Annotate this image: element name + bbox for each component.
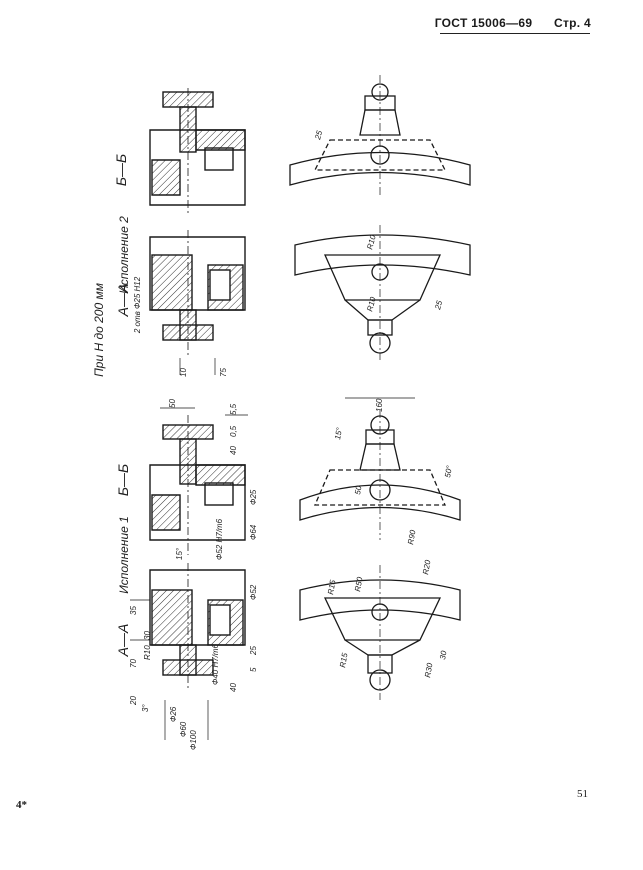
dim-v1-25: 40 — [229, 446, 238, 455]
dim-v1-15deg: 15° — [175, 547, 184, 560]
section-bb-v2-drawing — [149, 88, 246, 215]
dim-v1-phi40: Ф40 Н7/m6 — [211, 643, 220, 685]
dim-v2-10: 10 — [179, 368, 188, 377]
caption-version1: Исполнение 1 — [117, 516, 131, 594]
caption-version2: Исполнение 2 — [117, 216, 131, 294]
dim-v1-50: 5,5 — [229, 403, 238, 415]
dim-plan-v1-r50: R50 — [353, 576, 365, 593]
dim-v1-40b: 40 — [229, 683, 238, 692]
dim-plan-v1-50: 50 — [353, 484, 364, 495]
section-aa-v1-drawing — [130, 563, 246, 740]
standard-code: ГОСТ 15006—69 — [434, 16, 533, 30]
plan-view-v2-aa — [294, 225, 471, 360]
page-label: Стр. 4 — [553, 16, 591, 30]
dim-plan-v1-r90: R90 — [406, 529, 418, 546]
dim-v1-70: 70 — [129, 659, 138, 668]
dim-v1-phi26: Ф26 — [169, 706, 178, 722]
dim-plan-v2-r10a: R10 — [365, 233, 378, 250]
page-number: 51 — [577, 788, 588, 800]
dim-plan-v2-25a: 25 — [313, 129, 324, 141]
section-aa-v2-drawing — [149, 230, 246, 375]
section-aa-v1: А—А — [115, 624, 131, 658]
dim-plan-v2-r10b: R10 — [365, 295, 378, 312]
dim-plan-v1-50deg: 50° — [443, 464, 454, 478]
dim-plan-v1-15deg: 15° — [333, 426, 344, 440]
dim-v1-phi64: Ф64 — [249, 524, 258, 540]
plan-view-v1-aa — [299, 565, 461, 700]
section-aa-v2: А—А — [115, 284, 131, 318]
dim-plan-v1-r20: R20 — [421, 559, 433, 576]
dim-v1-25b: 25 — [249, 646, 258, 656]
dim-v2-75: 75 — [219, 368, 228, 377]
hole-note: 2 отв Ф25 Н12 — [133, 276, 142, 334]
plan-view-v2-bb — [289, 75, 471, 195]
dim-plan-v2-25b: 25 — [433, 299, 444, 311]
dim-v1-phi60: Ф60 — [179, 721, 188, 737]
header-underline — [440, 33, 590, 34]
dim-v1-35: 35 — [129, 606, 138, 615]
dim-v1-30: 30 — [143, 631, 152, 640]
dim-plan-v1-160: 160 — [375, 398, 384, 412]
dim-v1-8: 50 — [168, 399, 177, 408]
dim-v1-phi52: Ф52 — [249, 584, 258, 600]
dim-v1-40: 0,5 — [229, 425, 238, 437]
dim-v1-5: 5 — [249, 667, 258, 672]
caption-condition: При Н до 200 мм — [92, 283, 106, 377]
dim-v1-phi25: Ф25 — [249, 489, 258, 505]
dim-plan-v1-r30: R30 — [423, 662, 435, 679]
dim-v1-3deg: 3° — [141, 704, 150, 712]
dim-v1-phi52-h7: Ф52 Н7/m6 — [215, 518, 224, 560]
dim-v1-r10: R10 — [143, 645, 152, 660]
dim-plan-v1-30: 30 — [438, 649, 449, 660]
section-bb-v1: Б—Б — [115, 464, 131, 496]
dim-v1-20: 20 — [129, 696, 138, 706]
dim-plan-v1-r15a: R15 — [326, 579, 338, 596]
section-bb-v2: Б—Б — [113, 154, 129, 186]
page-header: ГОСТ 15006—69 Стр. 4 — [435, 16, 591, 30]
dim-plan-v1-r15b: R15 — [338, 652, 350, 669]
dim-v1-phi100: Ф100 — [189, 730, 198, 750]
sheet-mark: 4* — [16, 799, 27, 811]
section-bb-v1-drawing — [149, 407, 248, 555]
plan-view-v1-bb — [299, 397, 461, 540]
